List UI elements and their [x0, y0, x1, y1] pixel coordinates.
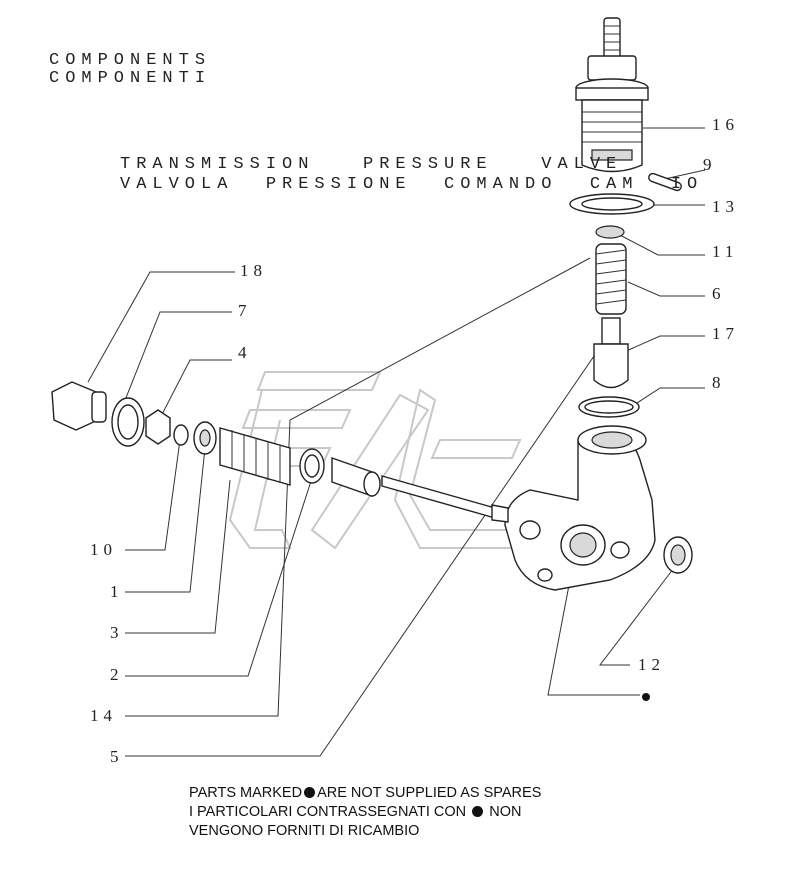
- callout-16: 16: [712, 115, 739, 134]
- not-supplied-marker-icon: [642, 693, 650, 701]
- callout-13: 13: [712, 197, 739, 216]
- part-16-cartridge: [575, 17, 649, 173]
- part-12-fitting: [663, 536, 693, 574]
- bullet-dot-icon: [472, 806, 484, 817]
- bullet-dot-icon: [304, 787, 316, 798]
- part-body-housing: [504, 425, 656, 591]
- part-14-sleeve: [331, 457, 381, 497]
- leader-lines: [87, 127, 706, 757]
- callout-1: 1: [110, 582, 124, 601]
- part-17-plunger: [593, 317, 629, 389]
- part-1-cap: [193, 421, 217, 455]
- title-line-it: VALVOLA PRESSIONE COMANDO CAM IO: [120, 175, 704, 194]
- callout-12: 12: [638, 655, 665, 674]
- part-18-plug: [51, 381, 107, 431]
- note-line-it: I PARTICOLARI CONTRASSEGNATI CON NON: [189, 804, 522, 820]
- callout-7: 7: [238, 301, 252, 320]
- callout-11: 11: [712, 242, 738, 261]
- part-6-spring: [595, 243, 627, 315]
- callout-9: 9: [703, 155, 717, 174]
- callout-6: 6: [712, 284, 726, 303]
- part-10-washer: [173, 424, 189, 446]
- title-line-en: TRANSMISSION PRESSURE VALVE: [120, 155, 623, 174]
- callout-10: 10: [90, 540, 117, 559]
- part-9-pin: [648, 172, 682, 192]
- callout-2: 2: [110, 665, 124, 684]
- part-4-nut: [145, 409, 171, 445]
- callout-8: 8: [712, 373, 726, 392]
- header-line-en: COMPONENTS: [49, 51, 212, 70]
- note-line-it-2: VENGONO FORNITI DI RICAMBIO: [189, 823, 420, 839]
- callout-14: 14: [90, 706, 117, 725]
- callout-4: 4: [238, 343, 252, 362]
- callout-18: 18: [240, 261, 267, 280]
- header-line-it: COMPONENTI: [49, 69, 212, 88]
- part-3-spring: [219, 427, 291, 486]
- part-11-seat: [595, 225, 625, 239]
- callout-17: 17: [712, 324, 739, 343]
- callout-5: 5: [110, 747, 124, 766]
- part-5-rod: [381, 475, 509, 523]
- callout-3: 3: [110, 623, 124, 642]
